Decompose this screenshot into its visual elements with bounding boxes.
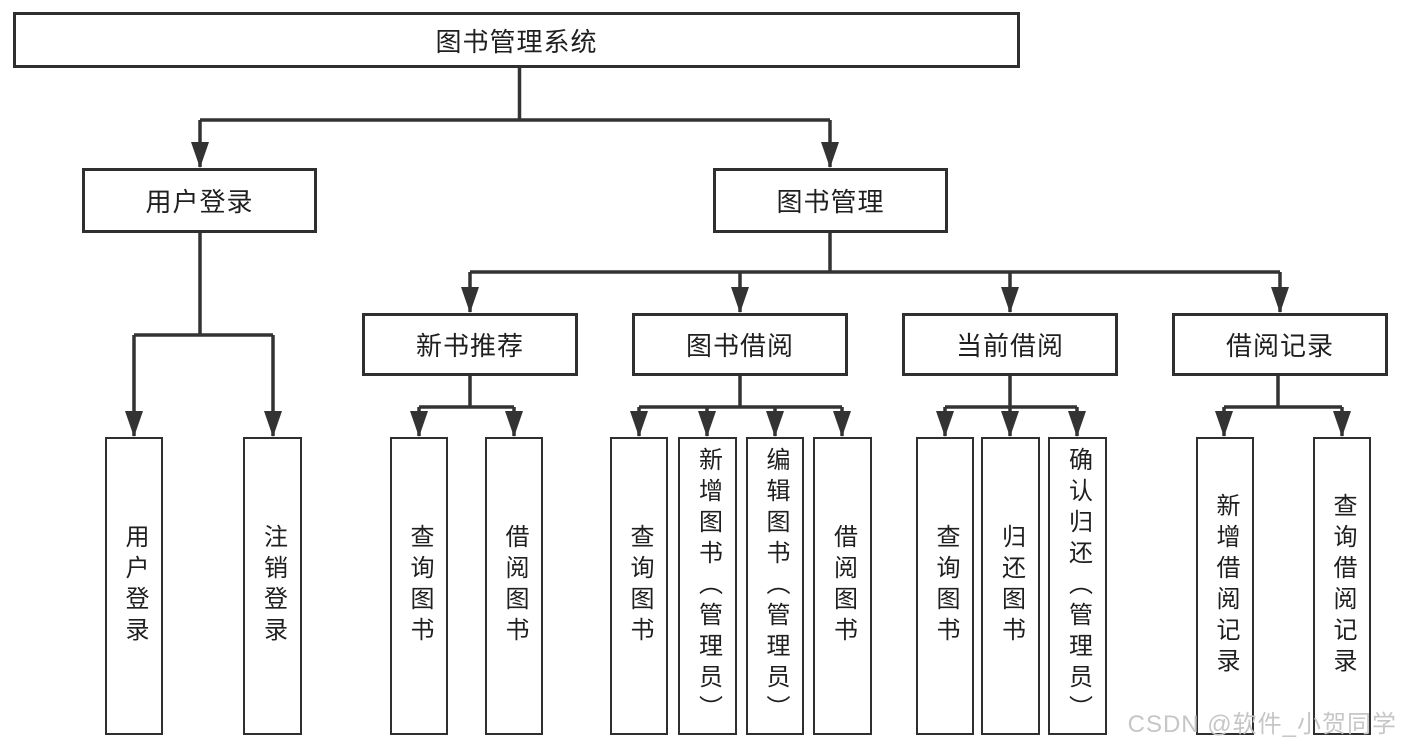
leaf-br-query-record-label: 查询借阅记录: [1329, 493, 1356, 679]
node-user-login-label: 用户登录: [145, 187, 254, 217]
node-book-mgmt: 图书管理: [713, 168, 948, 233]
leaf-bb-borrow-books: 借阅图书: [813, 437, 872, 735]
connector-new-book-bus: [419, 376, 514, 409]
connector-root-bus: [200, 68, 830, 122]
node-borrow-records-label: 借阅记录: [1225, 331, 1334, 361]
leaf-br-query-record: 查询借阅记录: [1313, 437, 1371, 735]
connector-book-mgmt-bus: [470, 233, 1280, 274]
node-new-book-rec-label: 新书推荐: [415, 331, 524, 361]
leaf-bb-edit-books-admin: 编辑图书（管理员）: [746, 437, 804, 735]
connector-current-borrow-bus: [945, 376, 1077, 409]
node-book-borrow-label: 图书借阅: [685, 331, 794, 361]
node-current-borrow-label: 当前借阅: [955, 331, 1064, 361]
connector-user-login-bus: [134, 233, 273, 337]
node-root: 图书管理系统: [13, 12, 1020, 68]
leaf-bb-edit-books-admin-label: 编辑图书（管理员）: [762, 446, 789, 726]
leaf-cb-return-books-label: 归还图书: [997, 524, 1025, 648]
leaf-cb-query-books: 查询图书: [916, 437, 974, 735]
node-book-mgmt-label: 图书管理: [776, 187, 885, 217]
leaf-cb-confirm-return-admin-label: 确认归还（管理员）: [1064, 446, 1092, 726]
leaf-logout: 注销登录: [243, 437, 302, 735]
leaf-cb-query-books-label: 查询图书: [932, 524, 959, 648]
leaf-br-add-record: 新增借阅记录: [1196, 437, 1254, 735]
leaf-bb-query-books: 查询图书: [610, 437, 668, 735]
leaf-logout-label: 注销登录: [259, 524, 287, 648]
leaf-bb-borrow-books-label: 借阅图书: [829, 524, 857, 648]
connector-book-borrow-bus: [639, 376, 842, 409]
leaf-nb-borrow-books: 借阅图书: [485, 437, 543, 735]
leaf-bb-add-books-admin-label: 新增图书（管理员）: [694, 446, 722, 726]
leaf-cb-return-books: 归还图书: [981, 437, 1040, 735]
leaf-nb-query-books: 查询图书: [390, 437, 448, 735]
leaf-nb-query-books-label: 查询图书: [406, 524, 433, 648]
leaf-bb-query-books-label: 查询图书: [626, 524, 653, 648]
leaf-bb-add-books-admin: 新增图书（管理员）: [678, 437, 737, 735]
leaf-user-login: 用户登录: [105, 437, 163, 735]
connector-borrow-records-bus: [1224, 376, 1342, 409]
leaf-nb-borrow-books-label: 借阅图书: [501, 524, 528, 648]
node-root-label: 图书管理系统: [435, 26, 598, 57]
leaf-user-login-label: 用户登录: [121, 524, 148, 648]
node-book-borrow: 图书借阅: [632, 313, 848, 376]
node-new-book-rec: 新书推荐: [362, 313, 578, 376]
leaf-cb-confirm-return-admin: 确认归还（管理员）: [1048, 437, 1107, 735]
leaf-br-add-record-label: 新增借阅记录: [1212, 493, 1239, 679]
node-user-login: 用户登录: [82, 168, 317, 233]
node-current-borrow: 当前借阅: [902, 313, 1118, 376]
node-borrow-records: 借阅记录: [1172, 313, 1388, 376]
